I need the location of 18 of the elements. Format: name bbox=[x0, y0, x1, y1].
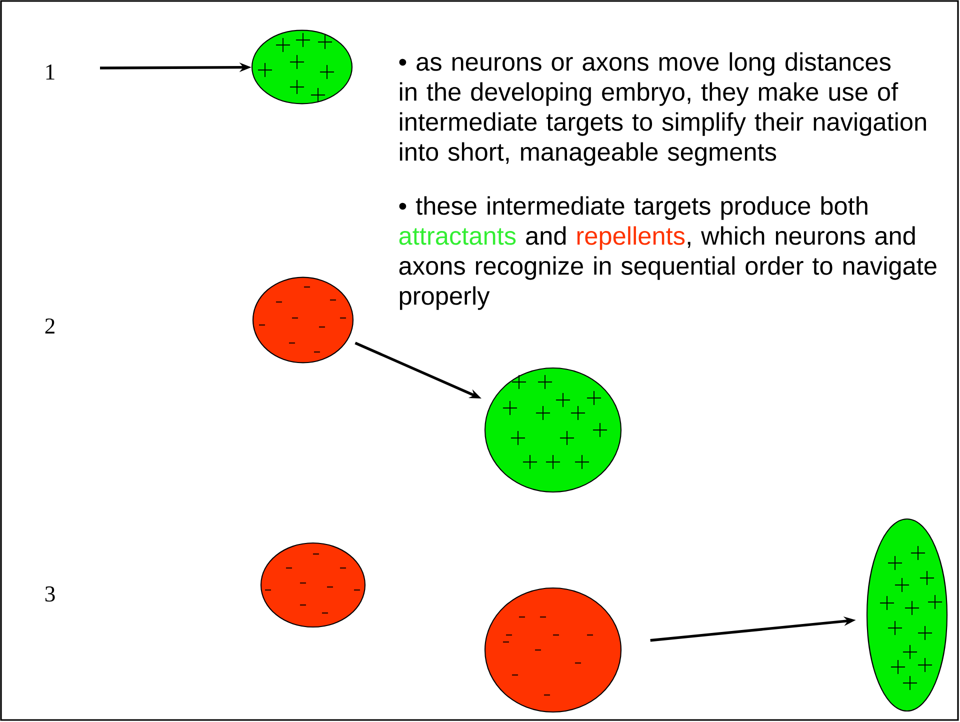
label: axons recognize in sequential order to navigate bbox=[399, 256, 936, 280]
charged-ellipse bbox=[260, 542, 366, 628]
charged-ellipse bbox=[484, 587, 622, 713]
label: , which neurons and bbox=[688, 226, 915, 248]
label: • these intermediate targets produce both bbox=[399, 196, 868, 220]
label: repellents bbox=[577, 226, 685, 250]
bullet-paragraph: • these intermediate targets produce both attractants and repellents, which neurons and axons recognize in sequential order to navigate properly bbox=[399, 196, 936, 310]
row-number: 2 bbox=[45, 318, 54, 334]
charged-ellipse bbox=[484, 367, 622, 493]
label: properly bbox=[400, 286, 490, 310]
label: and bbox=[526, 226, 566, 245]
bullet-paragraph: • as neurons or axons move long distances in the developing embryo, they make use of intermediate targets to simplify their navigation into short, manageable segments bbox=[399, 52, 926, 166]
row-number: 1 bbox=[46, 64, 54, 80]
charged-ellipse bbox=[252, 276, 354, 364]
charged-ellipse bbox=[866, 518, 948, 712]
charged-ellipse bbox=[251, 30, 353, 104]
row-number: 3 bbox=[45, 586, 55, 602]
label: attractants bbox=[399, 228, 516, 245]
